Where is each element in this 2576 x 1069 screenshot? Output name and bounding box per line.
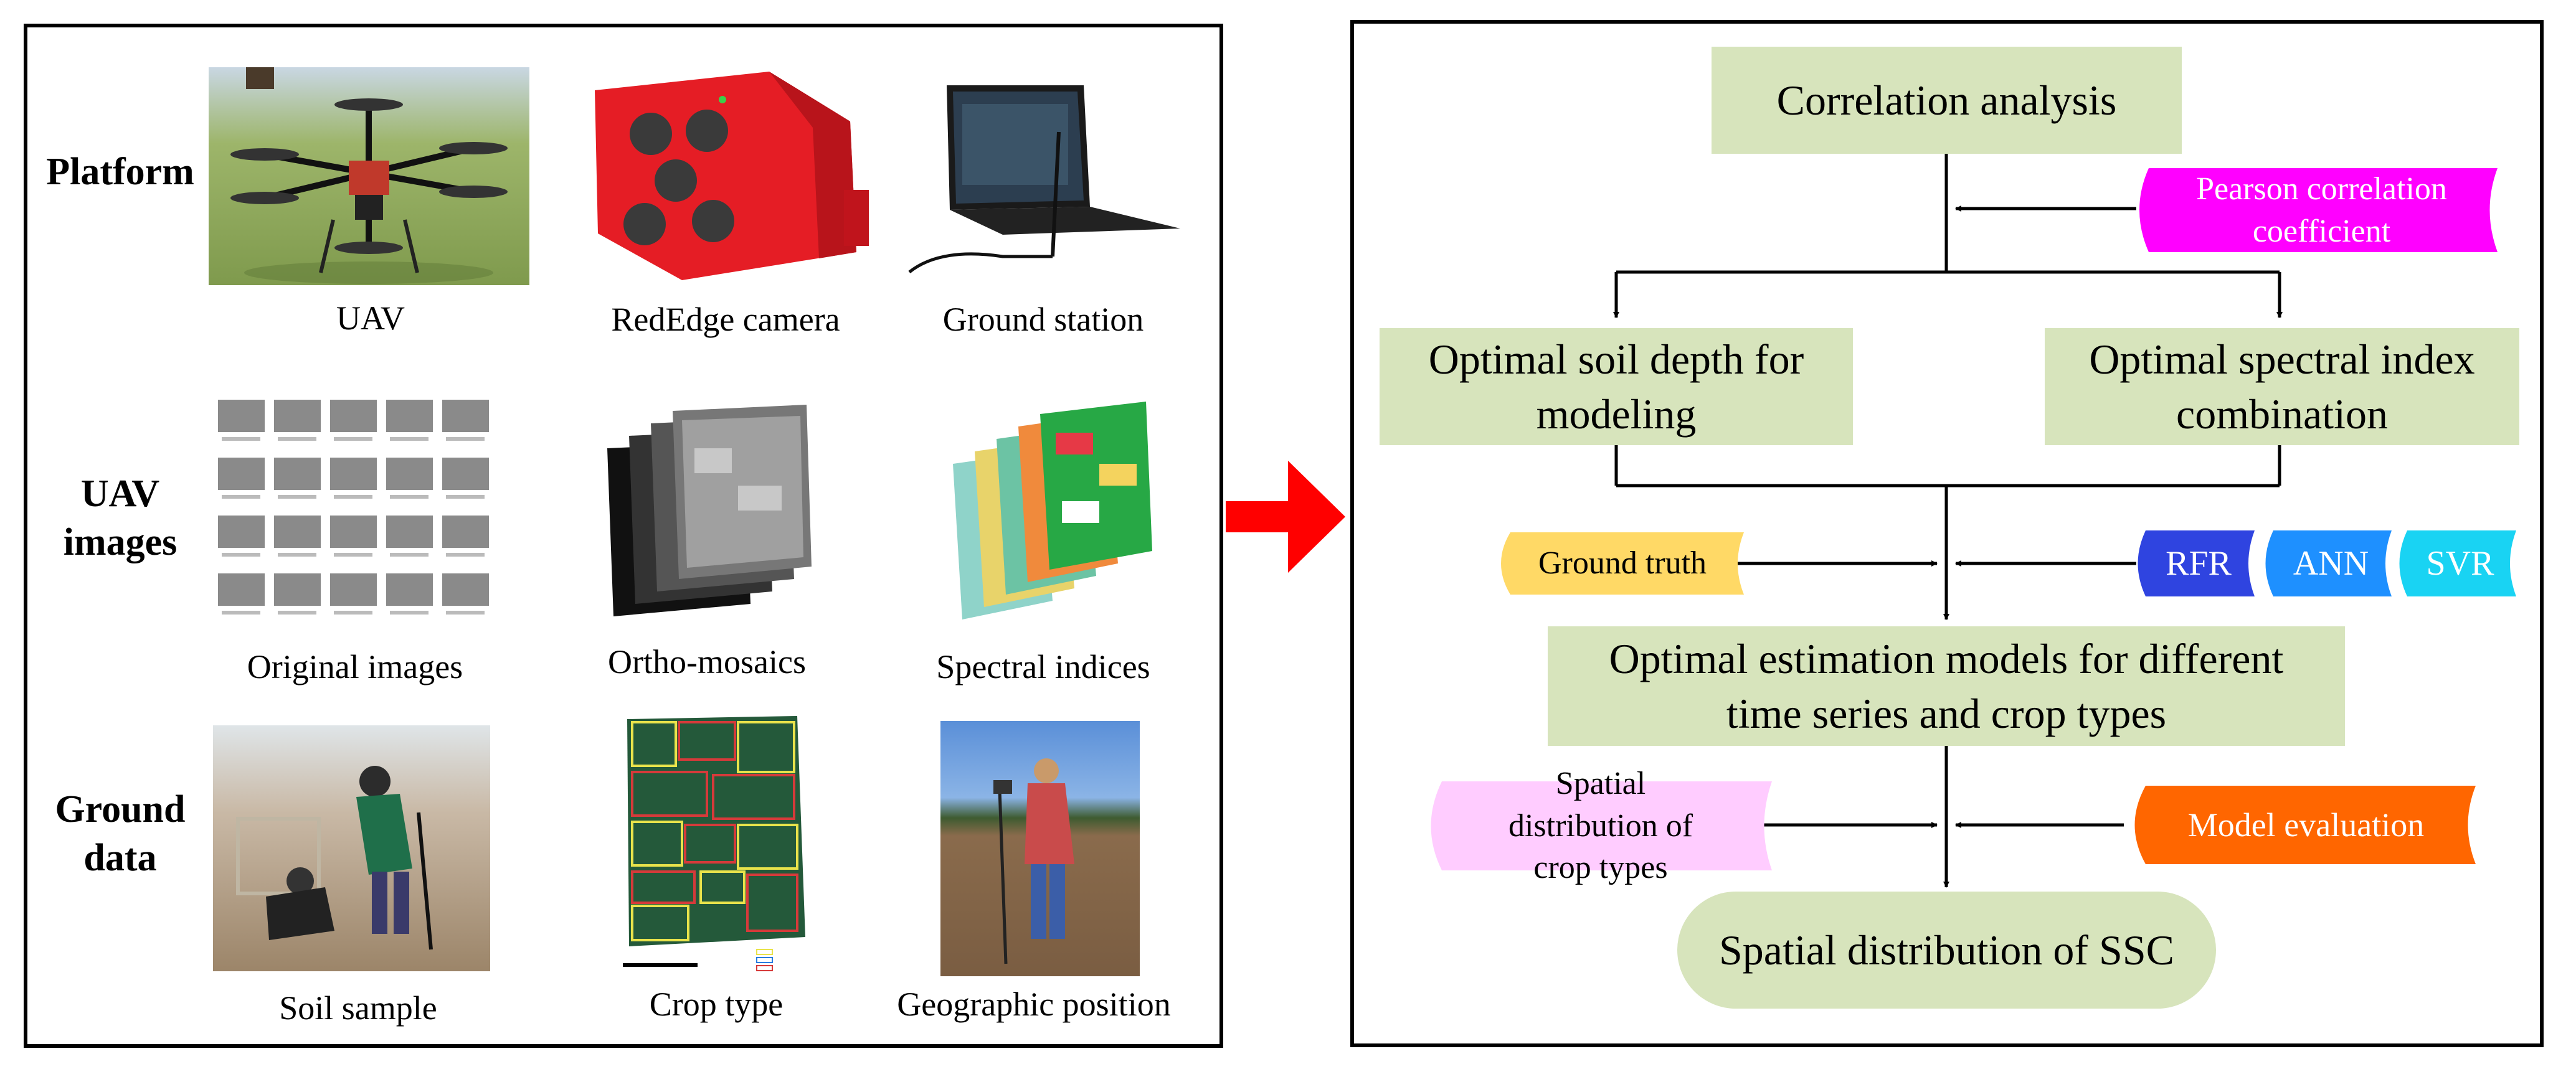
- optimal-estimation-models-box: Optimal estimation models for different …: [1548, 626, 2345, 746]
- correlation-analysis-box: Correlation analysis: [1712, 47, 2182, 154]
- caption-geographic-position: Geographic position: [897, 986, 1171, 1023]
- caption-crop-type: Crop type: [649, 986, 784, 1023]
- uav-drone-photo: [209, 67, 529, 285]
- svr-tag: SVR: [2426, 544, 2494, 583]
- row-label-uav-images: UAV images: [63, 473, 178, 563]
- ann-tag: ANN: [2293, 544, 2369, 583]
- spatial-distribution-ssc-box: Spatial distribution of SSC: [1677, 892, 2216, 1009]
- model-evaluation-tag: Model evaluation: [2187, 806, 2425, 844]
- original-images-thumbnail-grid: [217, 398, 491, 632]
- caption-uav: UAV: [336, 299, 405, 337]
- rededge-camera-photo: [582, 65, 869, 286]
- caption-original-images: Original images: [247, 648, 463, 685]
- optimal-spectral-combination-box: Optimal spectral index combination: [2045, 328, 2519, 445]
- row-label-ground-data: Ground data: [55, 788, 186, 879]
- caption-soil-sample: Soil sample: [279, 989, 437, 1027]
- ground-truth-tag: Ground truth: [1538, 545, 1707, 582]
- soil-sample-photo: [213, 725, 490, 971]
- caption-ground-station: Ground station: [942, 301, 1144, 338]
- row-label-platform: Platform: [46, 151, 194, 193]
- ground-station-laptop-photo: [903, 82, 1183, 285]
- optimal-soil-depth-box: Optimal soil depth for modeling: [1380, 328, 1853, 445]
- geographic-position-photo: [940, 721, 1140, 976]
- spectral-indices-stack: [947, 395, 1158, 626]
- crop-type-map: [620, 713, 810, 974]
- rfr-tag: RFR: [2166, 544, 2232, 583]
- pearson-correlation-tag: Pearson correlation coefficient: [2196, 171, 2447, 249]
- caption-spectral-indices: Spectral indices: [936, 648, 1150, 685]
- ortho-mosaics-stack: [601, 398, 813, 623]
- caption-rededge-camera: RedEdge camera: [611, 301, 840, 338]
- caption-ortho-mosaics: Ortho-mosaics: [608, 643, 806, 680]
